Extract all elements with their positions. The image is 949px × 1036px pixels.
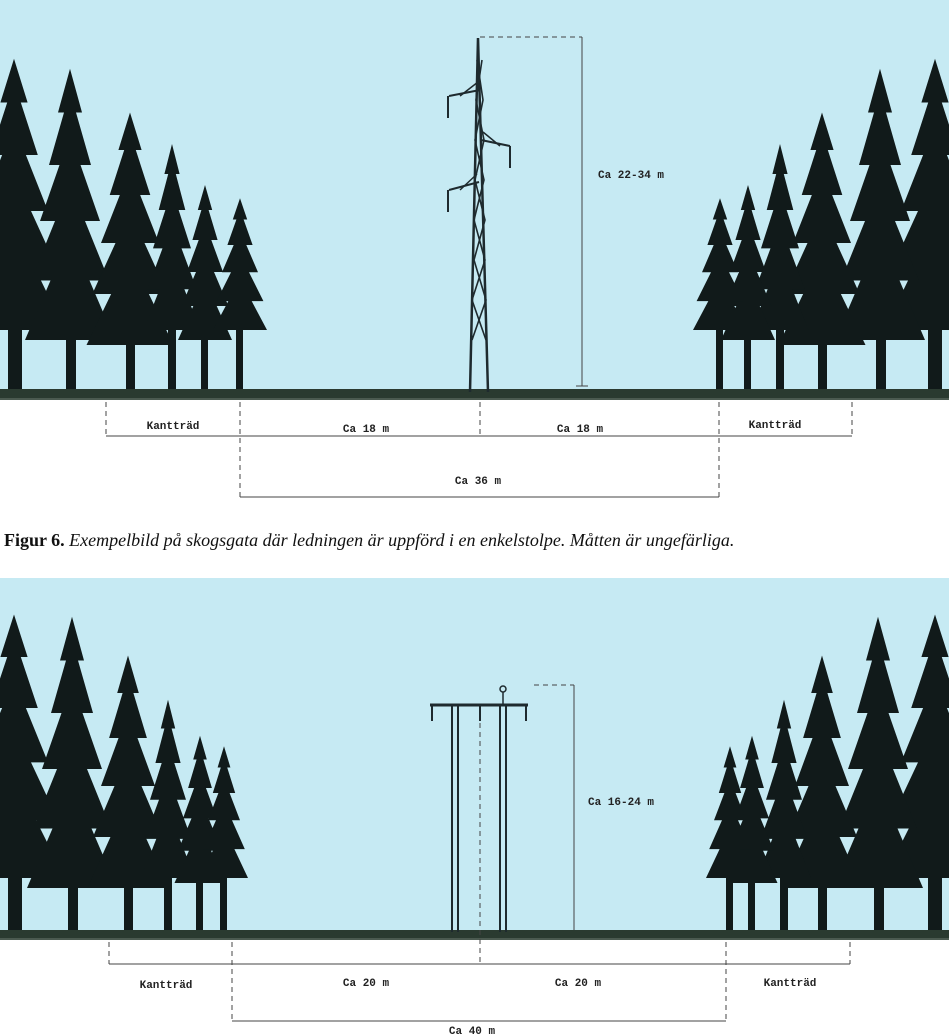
width-dimensions	[108, 723, 851, 1022]
total-width-label: Ca 40 m	[449, 1026, 496, 1036]
figure-7-svg: Ca 16-24 m Kantträd Ca 20 m Ca 20 m Kant…	[0, 578, 949, 1036]
half-right-width-label: Ca 18 m	[557, 424, 604, 436]
right-forest	[693, 58, 949, 395]
right-forest	[706, 614, 949, 936]
left-forest	[0, 58, 267, 395]
caption-text: Exempelbild på skogsgata där ledningen ä…	[69, 530, 735, 550]
height-label: Ca 22-34 m	[598, 170, 664, 182]
total-width-label: Ca 36 m	[455, 476, 502, 488]
figure-7-diagram: Ca 16-24 m Kantträd Ca 20 m Ca 20 m Kant…	[0, 578, 949, 1036]
figure-6-diagram: Ca 22-34 m Kantträd Ca 18 m Ca 18 m Kant…	[0, 0, 949, 498]
width-dimensions	[105, 402, 853, 498]
left-forest	[0, 614, 248, 936]
lattice-tower	[447, 37, 511, 393]
edge-trees-left-label: Kantträd	[147, 421, 200, 433]
figure-6-svg: Ca 22-34 m Kantträd Ca 18 m Ca 18 m Kant…	[0, 0, 949, 498]
height-label: Ca 16-24 m	[588, 797, 654, 809]
portal-frame	[430, 685, 528, 932]
edge-trees-right-label: Kantträd	[749, 420, 802, 432]
caption-figure-number: Figur 6.	[4, 530, 65, 550]
half-right-width-label: Ca 20 m	[555, 978, 602, 990]
edge-trees-right-label: Kantträd	[764, 978, 817, 990]
height-dimension	[534, 684, 575, 930]
half-left-width-label: Ca 18 m	[343, 424, 390, 436]
figure-6-caption: Figur 6. Exempelbild på skogsgata där le…	[4, 530, 944, 551]
edge-trees-left-label: Kantträd	[140, 980, 193, 992]
height-dimension	[480, 36, 588, 387]
ground-strip	[0, 389, 949, 398]
half-left-width-label: Ca 20 m	[343, 978, 390, 990]
ground-strip	[0, 930, 949, 938]
